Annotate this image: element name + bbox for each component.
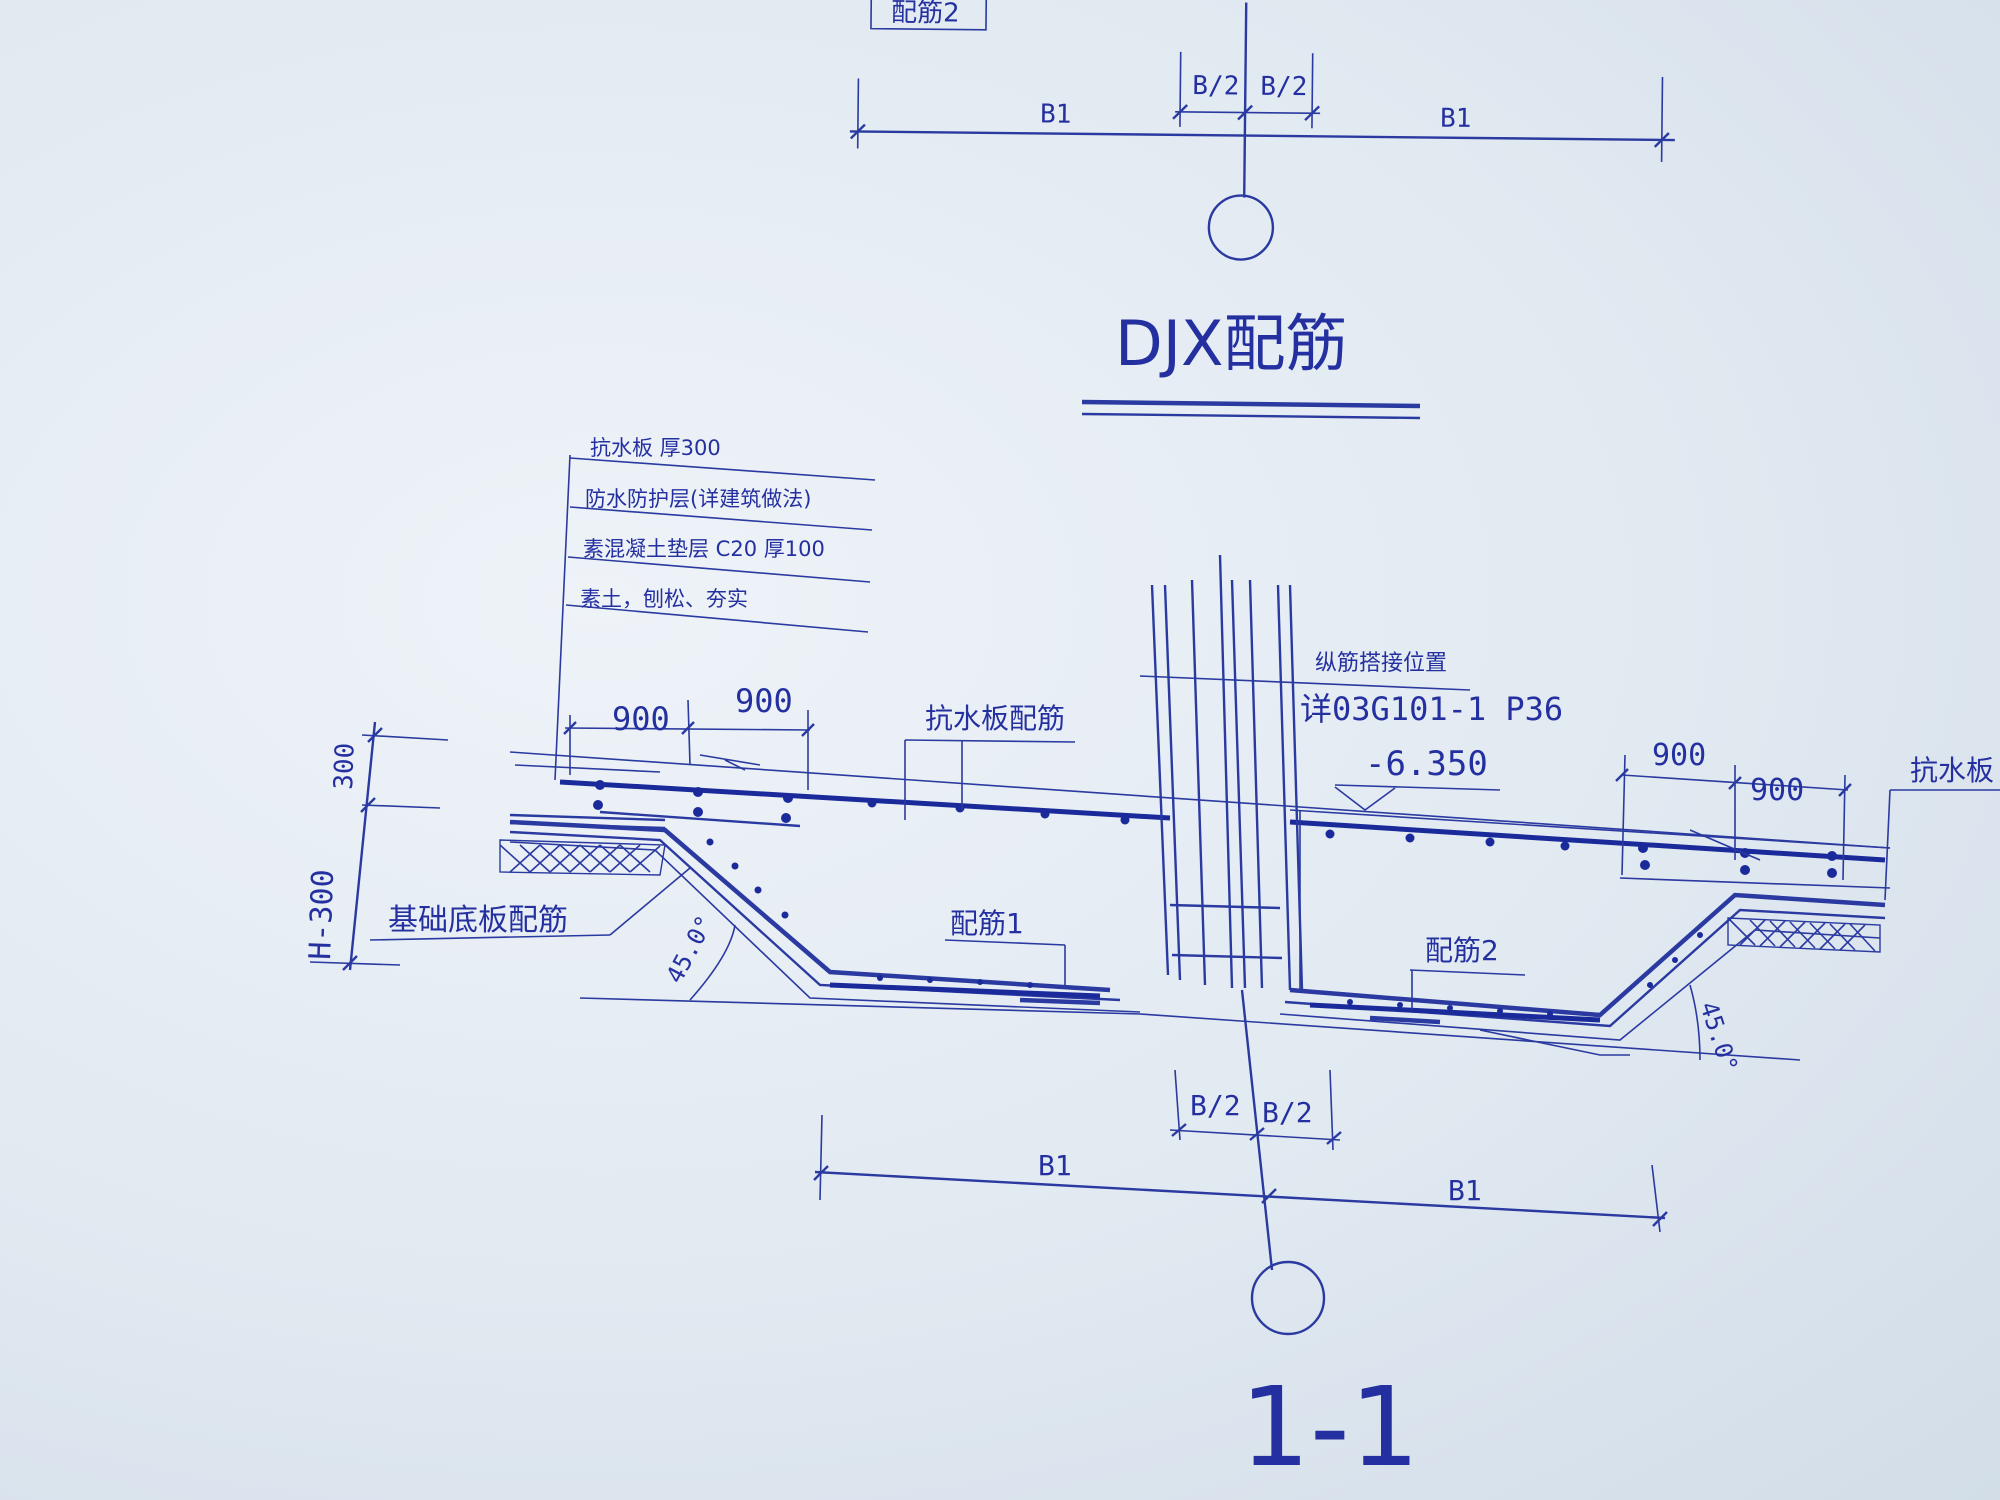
section-body <box>499 554 1891 1061</box>
bottom-dim-b1-left: B1 <box>1038 1149 1072 1182</box>
dim-900-right-a: 900 <box>1652 738 1706 773</box>
top-dim-b1-left: B1 <box>1040 99 1072 129</box>
elevation-label: -6.350 <box>1365 744 1488 784</box>
layer-callouts: 抗水板 厚300 防水防护层(详建筑做法) 素混凝土垫层 C20 厚100 素土… <box>554 436 876 781</box>
anti-water-plate-rebar-label: 抗水板配筋 <box>925 702 1065 735</box>
dim-900-right-b: 900 <box>1750 773 1804 808</box>
top-dim-half-right: B/2 <box>1260 72 1307 102</box>
top-rebar2-label: 配筋2 <box>891 0 960 29</box>
title-block: DJX配筋 <box>1081 307 1421 420</box>
dim-h300-vertical: H-300 <box>303 869 341 960</box>
layer-2-label: 防水防护层(详建筑做法) <box>585 487 811 511</box>
base-plate-rebar-label: 基础底板配筋 <box>388 903 568 938</box>
angle-right-label: 45.0° <box>1694 998 1743 1075</box>
top-plan: 配筋2 B/2 B/2 B1 B1 <box>849 0 1675 261</box>
right-cut-label: 抗水板 <box>1910 754 1994 787</box>
rebar2-label: 配筋2 <box>1425 934 1499 967</box>
layer-3-label: 素混凝土垫层 C20 厚100 <box>583 537 825 561</box>
dim-300-vertical: 300 <box>329 742 361 790</box>
lap-reference-label: 详03G101-1 P36 <box>1300 690 1563 728</box>
bottom-dim-half-right: B/2 <box>1262 1096 1313 1129</box>
bottom-dim-b1-right: B1 <box>1448 1174 1482 1207</box>
rebar-dots <box>593 780 1837 1017</box>
drawing-title: DJX配筋 <box>1115 307 1348 380</box>
dim-900-left-b: 900 <box>735 682 793 720</box>
layer-1-label: 抗水板 厚300 <box>590 436 721 460</box>
lap-position-label: 纵筋搭接位置 <box>1315 651 1447 676</box>
bottom-plan: B/2 B/2 B1 B1 1-1 <box>813 989 1668 1491</box>
top-axis-bubble <box>1207 194 1275 261</box>
bottom-dim-half-left: B/2 <box>1190 1089 1241 1122</box>
top-dim-b1-right: B1 <box>1440 104 1472 134</box>
layer-4-label: 素土，刨松、夯实 <box>580 587 748 611</box>
rebar1-label: 配筋1 <box>950 907 1024 940</box>
top-dim-half-left: B/2 <box>1192 71 1239 101</box>
dim-900-left-a: 900 <box>612 700 670 738</box>
section-label: 1-1 <box>1240 1363 1420 1491</box>
bottom-axis-bubble <box>1250 1260 1326 1336</box>
